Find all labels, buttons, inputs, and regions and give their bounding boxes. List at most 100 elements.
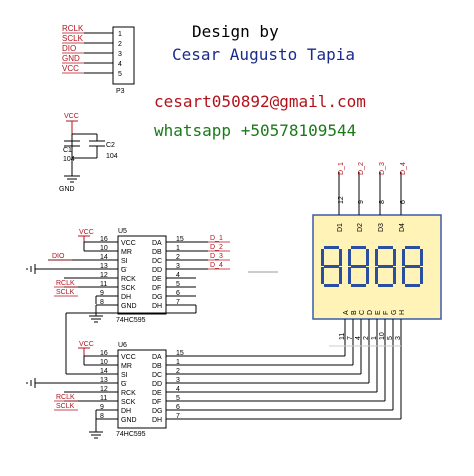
u5-pin-df: DF (152, 285, 161, 292)
display-bottom-pin: 4 (355, 336, 362, 340)
caps-gnd-label: GND (59, 186, 75, 193)
display-bottom-pin: 7 (347, 336, 354, 340)
u6-pin-num-left: 9 (100, 404, 104, 411)
u6-pin-num-right: 2 (176, 368, 180, 375)
u5-out-d1: D_1 (210, 235, 223, 242)
u5-pin-num-right: 7 (176, 299, 180, 306)
u6-pin-da: DA (152, 354, 162, 361)
u5-pin-vcc: VCC (121, 240, 136, 247)
p3-net-gnd: GND (62, 54, 80, 63)
u5-pin-num-left: 14 (100, 254, 108, 261)
u5-part: 74HC595 (116, 317, 146, 324)
u5-out-d3: D_3 (210, 253, 223, 260)
u6-part: 74HC595 (116, 431, 146, 438)
display-segment-label: B (351, 310, 358, 315)
seven-segment-display: D_112D1D_29D2D_38D3D_46D4A11B7C4D2E1F10G… (312, 162, 442, 340)
p3-pin-3: 3 (118, 51, 122, 58)
decoupling-caps (64, 120, 105, 183)
cascade-wiring (65, 305, 197, 375)
display-digit-label: D2 (357, 223, 364, 232)
display-digit-label: D1 (337, 223, 344, 232)
u6-pin-num-right: 15 (176, 350, 184, 357)
segment-a (324, 246, 339, 249)
c2-value: 104 (106, 153, 118, 160)
u5-out-d2: D_2 (210, 244, 223, 251)
u6-pin-num-left: 12 (100, 386, 108, 393)
u6-pin-g: G (121, 381, 126, 388)
segment-a (351, 246, 366, 249)
u5-pin-num-left: 8 (100, 299, 104, 306)
display-net-4: D_4 (400, 162, 407, 175)
display-segment-label: E (375, 310, 382, 315)
u5-pin-num-right: 3 (176, 263, 180, 270)
display-digit-label: D4 (399, 223, 406, 232)
segment-a (405, 246, 420, 249)
u5-ref: U5 (118, 228, 127, 235)
segment-d (324, 284, 339, 287)
u5-pin-num-right: 1 (176, 245, 180, 252)
p3-net-vcc: VCC (62, 64, 79, 73)
u5-pin-dh: DH (152, 303, 162, 310)
u5-dio-net: DIO (52, 253, 65, 260)
whatsapp-number: whatsapp +50578109544 (154, 121, 357, 140)
segment-c (393, 267, 396, 284)
u6-pin-mr: MR (121, 363, 132, 370)
u6-pin-num-right: 5 (176, 395, 180, 402)
segment-d (378, 284, 393, 287)
display-top-pin: 8 (379, 200, 386, 204)
digit-1 (321, 246, 342, 287)
design-by-label: Design by (192, 22, 279, 41)
display-bottom-pin: 3 (395, 336, 402, 340)
u6-pin-num-left: 8 (100, 413, 104, 420)
display-digit-label: D3 (378, 223, 385, 232)
u6-pin-dd: DD (152, 381, 162, 388)
u5-pin-db: DB (152, 249, 162, 256)
u6-pin-num-left: 13 (100, 377, 108, 384)
u6-pin-num-left: 14 (100, 368, 108, 375)
author-name: Cesar Augusto Tapia (172, 45, 356, 64)
u5-pin-num-right: 2 (176, 254, 180, 261)
segment-b (393, 249, 396, 266)
display-bottom-pin: 1 (371, 336, 378, 340)
u5-pin-num-left: 9 (100, 290, 104, 297)
u6-pin-de: DE (152, 390, 162, 397)
display-net-1: D_1 (338, 162, 345, 175)
u6-pin-dh: DH (121, 408, 131, 415)
display-segment-label: H (399, 310, 406, 315)
display-net-3: D_3 (379, 162, 386, 175)
u6-rclk-net: RCLK (56, 394, 75, 401)
u5-pin-gnd: GND (121, 303, 137, 310)
p3-pin-1: 1 (118, 31, 122, 38)
u6-ref: U6 (118, 342, 127, 349)
p3-pin-2: 2 (118, 41, 122, 48)
display-segment-label: F (383, 311, 390, 315)
u6-pin-num-left: 11 (100, 395, 107, 402)
segment-d (405, 284, 420, 287)
display-segment-label: G (391, 310, 398, 315)
segment-f (402, 249, 405, 266)
u5-pin-dc: DC (152, 258, 162, 265)
u5-pin-dd: DD (152, 267, 162, 274)
display-segment-label: C (359, 310, 366, 315)
u5-pin-num-right: 6 (176, 290, 180, 297)
u6-pin-dc: DC (152, 372, 162, 379)
u6-pin-vcc: VCC (121, 354, 136, 361)
segment-c (339, 267, 342, 284)
display-bottom-pin: 5 (387, 336, 394, 340)
segment-f (321, 249, 324, 266)
u5-pin-num-left: 10 (100, 245, 108, 252)
segment-e (402, 267, 405, 284)
u5-pin-num-left: 16 (100, 236, 108, 243)
display-segment-label: D (367, 310, 374, 315)
segment-f (348, 249, 351, 266)
u5-pin-num-right: 15 (176, 236, 184, 243)
p3-pin-5: 5 (118, 71, 122, 78)
chip-u6: U674HC595VCC16MR10SI14G13RCK12SCK11DH9GN… (100, 342, 184, 438)
c1-ref: C1 (63, 147, 72, 154)
p3-ref: P3 (116, 88, 125, 95)
segment-c (366, 267, 369, 284)
segment-e (321, 267, 324, 284)
u5-pin-sck: SCK (121, 285, 136, 292)
u6-body (117, 349, 167, 429)
